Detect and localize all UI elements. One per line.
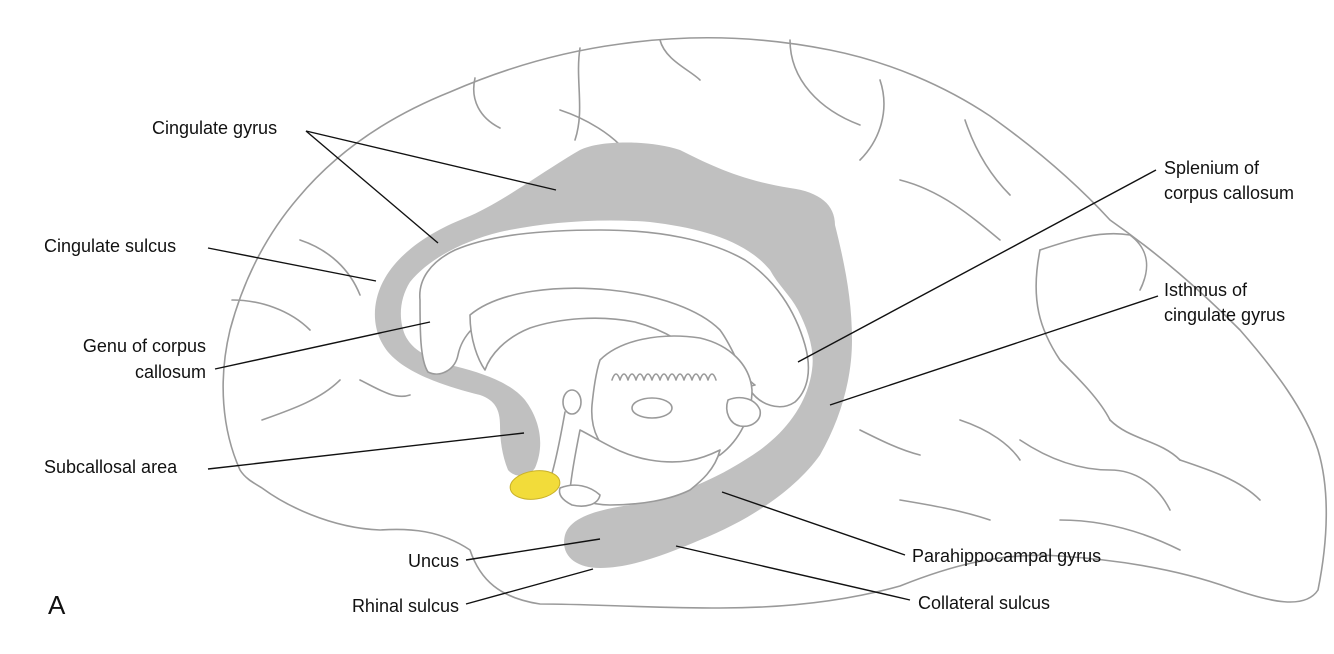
gyral-sulci [231,39,1261,551]
pineal-region [725,396,762,428]
anterior-commissure [562,389,582,415]
brain-outline [222,36,1328,609]
label-rhinal-sulcus: Rhinal sulcus [352,596,459,616]
label-cingulate-sulcus: Cingulate sulcus [44,236,176,256]
label-genu-line2: callosum [135,362,206,382]
label-splenium-line1: Splenium of [1164,158,1260,178]
label-cingulate-gyrus: Cingulate gyrus [152,118,277,138]
label-isthmus-line2: cingulate gyrus [1164,305,1285,325]
mammillary-body [558,484,601,507]
interthalamic-adhesion [631,397,673,419]
label-subcallosal-area: Subcallosal area [44,457,178,477]
label-parahippocampal-gyrus: Parahippocampal gyrus [912,546,1101,566]
leader-lines [207,130,1159,605]
lamina-terminalis [549,411,566,481]
label-splenium-line2: corpus callosum [1164,183,1294,203]
thalamus [590,335,753,468]
label-genu-line1: Genu of corpus [83,336,206,356]
choroid-plexus [611,373,717,381]
panel-letter: A [48,590,66,620]
uncus-highlight [509,470,561,500]
corpus-callosum [419,229,810,408]
label-isthmus-line1: Isthmus of [1164,280,1248,300]
label-uncus: Uncus [408,551,459,571]
label-collateral-sulcus: Collateral sulcus [918,593,1050,613]
